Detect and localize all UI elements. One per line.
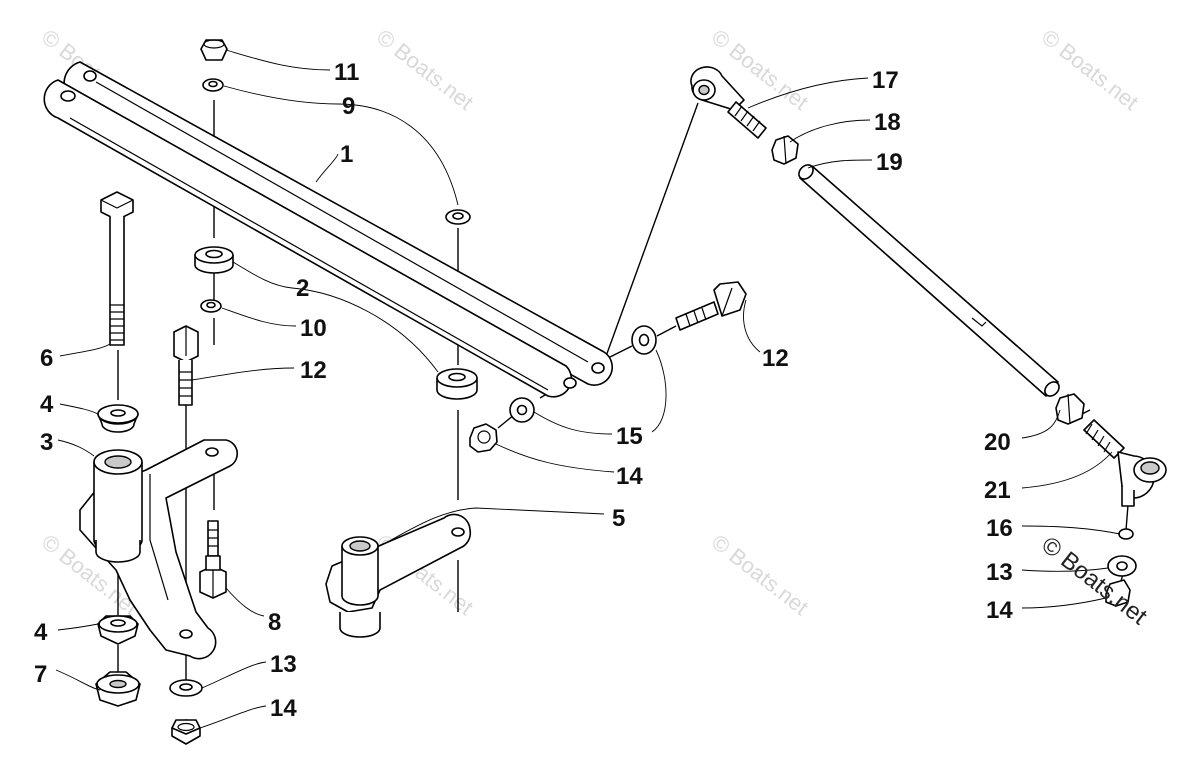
callout-labels: 1 2 3 4 4 5 6 7 8 9 10 11 12 12 13 13 14… <box>34 59 1013 722</box>
callout-1: 1 <box>340 141 353 168</box>
callout-5: 5 <box>612 505 625 532</box>
rod-end-21 <box>1083 419 1167 507</box>
washer-9 <box>202 78 471 225</box>
callout-18: 18 <box>874 109 901 136</box>
watermark: © Boats.net <box>707 529 813 620</box>
callout-4: 4 <box>34 619 48 646</box>
washer-15 <box>509 397 535 423</box>
callout-21: 21 <box>984 477 1011 504</box>
callout-12: 12 <box>762 345 789 372</box>
copyright-mark: © Boats.net <box>1036 531 1152 630</box>
bracket-3 <box>79 439 239 660</box>
callout-8: 8 <box>268 609 281 636</box>
callout-7: 7 <box>34 661 47 688</box>
link-bar-assembly <box>43 61 614 398</box>
jam-nut-18 <box>771 135 799 165</box>
nut-14 <box>171 719 201 745</box>
rod-end-17 <box>690 66 767 139</box>
bolt-6 <box>100 191 134 346</box>
washer-4 <box>97 615 139 645</box>
callout-4: 4 <box>40 391 54 418</box>
bolt-12 <box>173 325 199 406</box>
assembly-centerlines <box>117 100 1129 680</box>
callout-9: 9 <box>342 93 355 120</box>
pivot-arm-5 <box>325 513 472 638</box>
bolt-12 <box>631 281 747 355</box>
callout-14: 14 <box>986 597 1013 624</box>
callout-14: 14 <box>616 463 643 490</box>
watermark: © Boats.net <box>372 24 478 115</box>
callout-13: 13 <box>270 651 297 678</box>
washer-10 <box>200 299 222 313</box>
bolt-8 <box>199 520 227 599</box>
washer-4 <box>97 404 139 433</box>
callout-15: 15 <box>616 423 643 450</box>
callout-2: 2 <box>296 275 309 302</box>
leader-lines <box>55 49 1121 729</box>
callout-10: 10 <box>300 315 327 342</box>
watermark: © Boats.net <box>1037 24 1143 115</box>
nut-14 <box>469 423 498 453</box>
callout-19: 19 <box>876 149 903 176</box>
callout-16: 16 <box>986 515 1013 542</box>
washer-13 <box>169 679 203 697</box>
tube-19 <box>798 164 1060 397</box>
washer-16 <box>1118 528 1134 540</box>
callout-20: 20 <box>984 429 1011 456</box>
nut-11 <box>200 39 228 61</box>
callout-3: 3 <box>40 429 53 456</box>
callout-14: 14 <box>270 695 297 722</box>
callout-11: 11 <box>334 59 359 86</box>
flange-nut-7 <box>95 671 141 707</box>
nut-14 <box>1105 579 1131 607</box>
callout-6: 6 <box>40 345 53 372</box>
callout-17: 17 <box>872 67 899 94</box>
callout-13: 13 <box>986 559 1013 586</box>
callout-12: 12 <box>300 357 327 384</box>
washer-13 <box>1107 555 1137 577</box>
spacer-2 <box>194 246 478 400</box>
jam-nut-20 <box>1055 393 1085 425</box>
